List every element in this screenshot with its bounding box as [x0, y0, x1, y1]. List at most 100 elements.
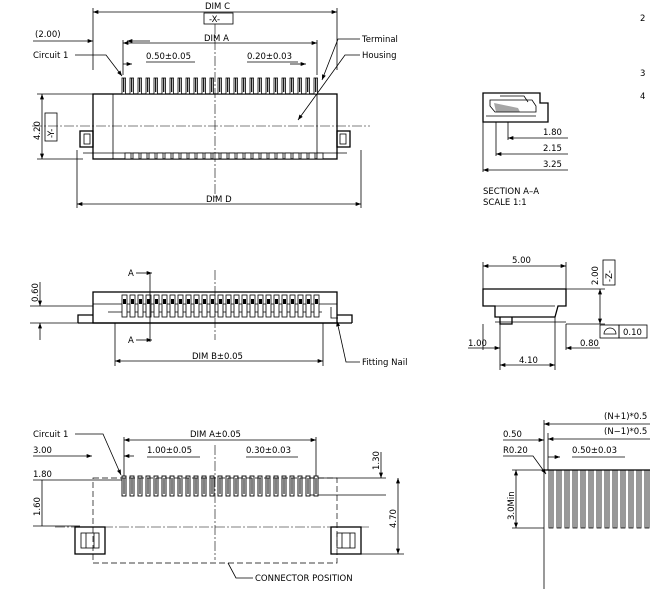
- bottom-terminal: [180, 152, 188, 160]
- terminal-label: Terminal: [361, 35, 398, 45]
- front-terminal: [129, 294, 136, 318]
- bottom-terminal: [140, 152, 148, 160]
- bottom-terminal: [220, 152, 228, 160]
- datum-y-box: [44, 112, 58, 142]
- datum-y-label: -Y-: [47, 129, 57, 138]
- front-terminal: [177, 294, 184, 318]
- front-terminal: [217, 294, 224, 318]
- datum-z-box: [602, 259, 616, 286]
- bottom-terminal: [268, 152, 276, 160]
- front-terminal-row: [121, 294, 320, 318]
- section-d1-label: 1.80: [543, 128, 562, 138]
- bottom-terminal: [156, 152, 164, 160]
- circuit-1-label: Circuit 1: [33, 51, 68, 61]
- pcb-130-label: 1.30: [372, 451, 382, 470]
- top-terminal-row: [121, 77, 318, 95]
- bottom-terminal: [284, 152, 292, 160]
- fpc-radius-label: R0.20: [503, 446, 528, 456]
- pcb-circuit-1-label: Circuit 1: [33, 430, 68, 440]
- fitting-nail-label: Fitting Nail: [362, 358, 407, 368]
- bottom-terminal: [148, 152, 156, 160]
- section-view: 1.80 2.15 3.25 SECTION A–A SCALE 1:1: [482, 92, 568, 208]
- front-terminal: [137, 294, 144, 318]
- flatness-icon: [603, 327, 617, 335]
- fpc-050-label: 0.50: [503, 430, 522, 440]
- height-420-label: 4.20: [33, 121, 43, 140]
- bottom-terminal: [228, 152, 236, 160]
- front-terminal: [297, 294, 304, 318]
- fpc-min-label: 3.0Min: [507, 491, 517, 520]
- bottom-terminal: [300, 152, 308, 160]
- side-bottom-label: 4.10: [519, 356, 538, 366]
- front-terminal: [289, 294, 296, 318]
- front-terminal: [145, 294, 152, 318]
- pcb-300-label: 3.00: [33, 446, 52, 456]
- width-tol-label: 0.20±0.03: [247, 52, 292, 62]
- pcb-width-tol-label: 0.30±0.03: [246, 446, 291, 456]
- front-terminal: [201, 294, 208, 318]
- bottom-terminal: [196, 152, 204, 160]
- front-terminal: [249, 294, 256, 318]
- bottom-terminal: [132, 152, 140, 160]
- side-view: 5.00 2.00 -Z- 0.10 1.00 4.10 0.80: [468, 256, 648, 370]
- top-bottom-terminal-row: [124, 152, 324, 160]
- pcb-pitch-label: 1.00±0.05: [147, 446, 192, 456]
- side-height-label: 2.00: [591, 266, 601, 285]
- fpc-n-plus-label: (N+1)*0.5: [604, 412, 647, 422]
- front-terminal: [169, 294, 176, 318]
- pcb-180-label: 1.80: [33, 470, 52, 480]
- dim-a-label: DIM A: [204, 34, 229, 44]
- bottom-terminal: [124, 152, 132, 160]
- bottom-terminal: [212, 152, 220, 160]
- front-view: 0.60 A A DIM B±0.05 Fitting Nail: [30, 269, 407, 368]
- front-terminal: [153, 294, 160, 318]
- front-terminal: [265, 294, 272, 318]
- side-left-label: 1.00: [468, 339, 487, 349]
- fpc-view: (N+1)*0.5 (N−1)*0.5 0.50 R0.20 0.50±0.03…: [503, 412, 650, 589]
- note-3: 3: [640, 69, 645, 79]
- flatness-value: 0.10: [623, 328, 642, 338]
- note-2: 2: [640, 14, 645, 24]
- housing-label: Housing: [362, 51, 397, 61]
- top-view: DIM C -X- (2.00) DIM A Circuit 1 0.50±0.…: [32, 2, 398, 208]
- bottom-terminal: [308, 152, 316, 160]
- pcb-160-label: 1.60: [33, 497, 43, 516]
- side-right-label: 0.80: [580, 339, 599, 349]
- front-terminal: [161, 294, 168, 318]
- front-terminal: [241, 294, 248, 318]
- datum-x-box: [203, 12, 234, 25]
- pcb-dim-a-label: DIM A±0.05: [190, 430, 241, 440]
- connector-position-label: CONNECTOR POSITION: [255, 574, 353, 584]
- bottom-terminal: [316, 152, 324, 160]
- pcb-470-label: 4.70: [389, 509, 399, 528]
- front-terminal: [193, 294, 200, 318]
- bottom-terminal: [252, 152, 260, 160]
- front-terminal: [121, 294, 128, 318]
- front-terminal: [257, 294, 264, 318]
- bottom-terminal: [244, 152, 252, 160]
- front-terminal: [233, 294, 240, 318]
- pcb-pad-row: [121, 475, 319, 497]
- bottom-terminal: [164, 152, 172, 160]
- section-mark-bottom: A: [128, 336, 134, 346]
- fpc-n-minus-label: (N−1)*0.5: [604, 427, 647, 437]
- note-4: 4: [640, 92, 645, 102]
- front-terminal: [225, 294, 232, 318]
- dim-2-label: (2.00): [35, 30, 61, 40]
- fpc-pitch-label: 0.50±0.03: [572, 446, 617, 456]
- section-caption: SECTION A–A: [483, 187, 539, 197]
- bottom-terminal: [204, 152, 212, 160]
- bottom-terminal: [276, 152, 284, 160]
- flatness-symbol-box: [599, 324, 620, 339]
- section-d2-label: 2.15: [543, 144, 562, 154]
- fpc-lead-row: [548, 469, 650, 529]
- dim-c-label: DIM C: [205, 2, 230, 12]
- front-terminal: [313, 294, 320, 318]
- dim-b-label: DIM B±0.05: [192, 352, 243, 362]
- bottom-terminal: [172, 152, 180, 160]
- dim-d-label: DIM D: [206, 195, 232, 205]
- bottom-terminal: [260, 152, 268, 160]
- datum-z-label: -Z-: [605, 270, 615, 282]
- side-width-label: 5.00: [512, 256, 531, 266]
